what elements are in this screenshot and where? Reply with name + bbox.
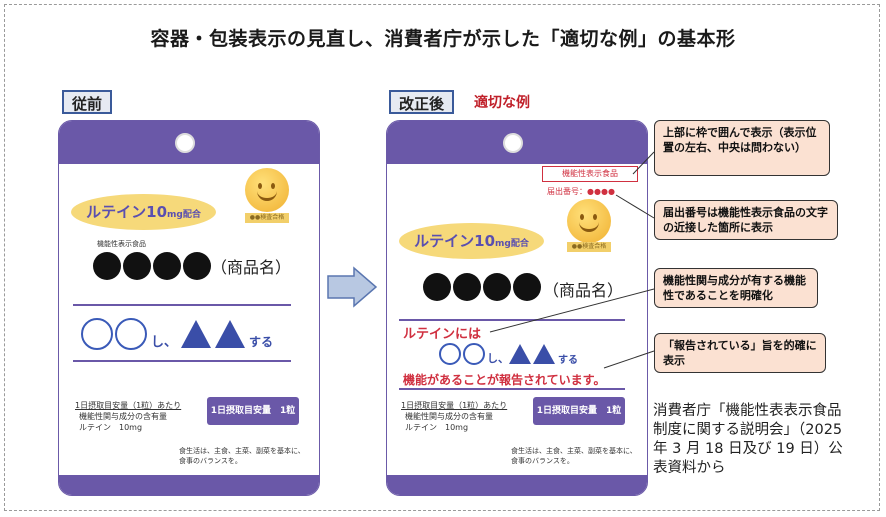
medal-ribbon: ●●検査合格 [245,213,289,223]
product-dot [483,273,511,301]
footer-line1: 食生活は、主食、主菜、副菜を基本に、 [179,447,305,455]
divider [399,388,625,390]
bottom-band [59,475,319,495]
dashed-frame [4,4,880,511]
func-mid: し、 [487,352,509,365]
divider [399,319,625,321]
product-dot [513,273,541,301]
triangle-symbol [215,320,245,348]
leader-line [615,194,655,219]
product-dot [183,252,211,280]
label-frame: 機能性表示食品 [542,166,638,182]
medal-smile-icon [567,199,611,243]
func-end: する [249,335,274,349]
before-package: ●●検査合格 ルテイン10mg配合 機能性表示食品 （商品名） し、 する 1日… [58,120,320,496]
hang-hole [503,133,523,153]
after-package: 機能性表示食品 届出番号：●●●● ●●検査合格 ルテイン10mg配合 （商品名… [386,120,648,496]
small-label: 機能性表示食品 [97,240,146,248]
medal-smile-icon [245,168,289,212]
circle-symbol [463,343,485,365]
triangle-symbol [533,344,555,364]
callout-reported: 「報告されている」旨を的確に表示 [654,333,826,373]
product-dot [123,252,151,280]
lutein-oval: ルテイン10mg配合 [399,223,544,259]
notification-number: 届出番号：●●●● [547,187,615,196]
dose-box: 1日摂取目安量 1粒 [207,397,299,425]
oval-main: ルテイン10 [86,203,168,221]
nutrition-block: 1日摂取目安量（1粒）あたり 機能性関与成分の含有量 ルテイン 10mg [401,400,507,433]
circle-symbol [115,318,147,350]
circle-symbol [439,343,461,365]
footer-line1: 食生活は、主食、主菜、副菜を基本に、 [511,447,637,455]
product-name: （商品名） [211,258,292,277]
circle-symbol [81,318,113,350]
callout-notification-number: 届出番号は機能性表示食品の文字の近接した箇所に表示 [654,200,838,240]
lutein-oval: ルテイン10mg配合 [71,194,216,230]
leader-line [603,350,655,369]
red-line1: ルテインには [403,327,482,342]
bottom-band [387,475,647,495]
nut-head: 1日摂取目安量（1粒）あたり [401,401,508,410]
nut-line2: ルテイン 10mg [79,423,143,432]
callout-frame-position: 上部に枠で囲んで表示（表示位置の左右、中央は問わない） [654,120,830,176]
product-dot [423,273,451,301]
divider [73,360,291,362]
medal-ribbon: ●●検査合格 [567,242,611,252]
nut-line1: 機能性関与成分の含有量 [79,412,167,421]
hang-hole [175,133,195,153]
nut-line1: 機能性関与成分の含有量 [405,412,493,421]
leader-line [489,288,655,333]
after-tag: 改正後 [389,90,455,114]
leader-line [632,151,655,175]
product-dot [93,252,121,280]
oval-main: ルテイン10 [414,232,496,250]
triangle-symbol [181,320,211,348]
source-credit: 消費者庁「機能性表表示食品制度に関する説明会」（2025 年 3 月 18 日及… [653,403,843,476]
footer-line2: 食事のバランスを。 [511,457,574,465]
nut-line2: ルテイン 10mg [405,423,469,432]
product-dot [153,252,181,280]
footer-note: 食生活は、主食、主菜、副菜を基本に、 食事のバランスを。 [511,446,637,466]
oval-unit: mg配合 [495,239,529,249]
red-line2: 機能があることが報告されています。 [403,373,606,387]
nut-head: 1日摂取目安量（1粒）あたり [75,401,182,410]
after-tag-note: 適切な例 [474,95,530,111]
product-name: （商品名） [543,281,624,300]
divider [73,304,291,306]
figure-title: 容器・包装表示の見直し、消費者庁が示した「適切な例」の基本形 [150,28,736,50]
oval-unit: mg配合 [167,210,201,220]
before-tag: 従前 [62,90,113,114]
nutrition-block: 1日摂取目安量（1粒）あたり 機能性関与成分の含有量 ルテイン 10mg [75,400,181,433]
right-arrow-icon [327,266,378,308]
func-mid: し、 [151,335,178,350]
dose-box: 1日摂取目安量 1粒 [533,397,625,425]
triangle-symbol [509,344,531,364]
footer-line2: 食事のバランスを。 [179,457,242,465]
product-dot [453,273,481,301]
footer-note: 食生活は、主食、主菜、副菜を基本に、 食事のバランスを。 [179,446,305,466]
func-end: する [558,355,578,366]
callout-functionality: 機能性関与成分が有する機能性であることを明確化 [654,268,818,308]
